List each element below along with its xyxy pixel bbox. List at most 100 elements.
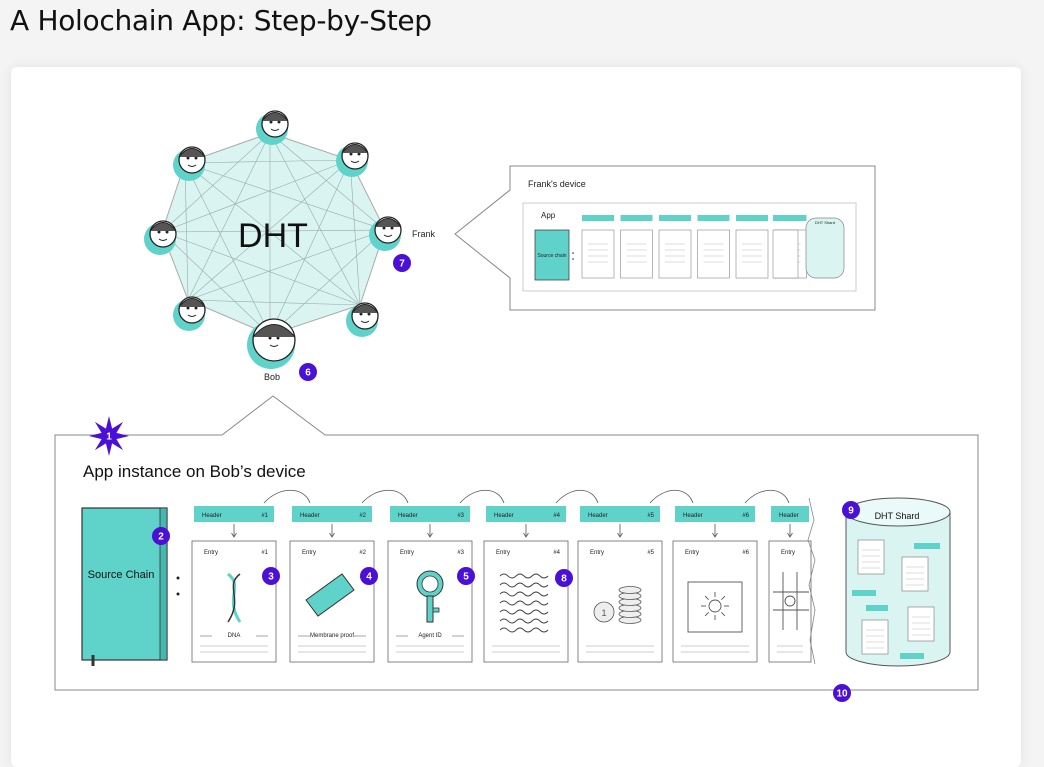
coins-icon: 1 bbox=[593, 586, 642, 624]
dht-connection bbox=[269, 132, 361, 306]
header-link-arrow bbox=[555, 489, 599, 504]
dht-connection bbox=[184, 162, 386, 231]
svg-text:3: 3 bbox=[268, 572, 274, 583]
agent-avatar bbox=[173, 146, 206, 181]
dht-connection bbox=[269, 132, 386, 231]
svg-text:2: 2 bbox=[158, 532, 164, 543]
frank-entry bbox=[620, 229, 653, 279]
shard-header-tag bbox=[900, 653, 924, 659]
frank-entry bbox=[658, 229, 692, 279]
step-badge: 1 bbox=[89, 416, 129, 456]
frank-entry bbox=[735, 229, 769, 279]
chain-header: Header #2 bbox=[292, 506, 372, 522]
dht-connection bbox=[269, 229, 386, 336]
svg-text:10: 10 bbox=[836, 689, 848, 700]
header-number: #2 bbox=[359, 513, 366, 519]
chain-continuation-edge bbox=[807, 497, 816, 665]
dht-connection bbox=[161, 159, 351, 233]
chain-entry: Entry #5 1 bbox=[577, 540, 663, 663]
dht-connection bbox=[161, 231, 271, 336]
entry-number: #1 bbox=[261, 550, 268, 556]
agent-avatar bbox=[144, 220, 177, 255]
tic-tac-toe-icon bbox=[773, 572, 809, 630]
chain-entry: Entry bbox=[768, 540, 812, 663]
step-badge: 4 bbox=[360, 567, 378, 585]
dht-connection bbox=[184, 162, 189, 301]
frank-dht-shard-label: DHT Shard bbox=[815, 220, 835, 225]
shard-header-tag bbox=[866, 605, 888, 611]
header-label: Header bbox=[779, 513, 799, 519]
shard-document bbox=[901, 556, 929, 592]
step-badge: 3 bbox=[262, 567, 280, 585]
agent-avatar bbox=[247, 318, 296, 369]
dht-label: DHT bbox=[238, 217, 308, 255]
shard-document bbox=[907, 606, 935, 642]
chain-header: Header bbox=[771, 506, 809, 522]
bob-app-title: App instance on Bob’s device bbox=[83, 462, 306, 481]
step-badge: 5 bbox=[457, 567, 475, 585]
chain-header: Header #1 bbox=[194, 506, 274, 522]
dna-icon bbox=[226, 572, 242, 623]
svg-text:4: 4 bbox=[366, 572, 372, 583]
ticket-icon bbox=[305, 573, 355, 617]
chain-header: Header #6 bbox=[675, 506, 755, 522]
dht-shard-documents bbox=[852, 539, 940, 659]
chain-entry: Entry#4 bbox=[483, 540, 569, 663]
page-title: A Holochain App: Step-by-Step bbox=[10, 4, 432, 37]
chain-header: Header#3 bbox=[390, 506, 470, 522]
header-label: Header bbox=[300, 513, 320, 519]
source-chain-label: Source Chain bbox=[88, 569, 155, 581]
dht-connection bbox=[349, 159, 361, 306]
entry-label: Entry bbox=[685, 550, 699, 556]
agent-avatar bbox=[369, 216, 402, 251]
sun-icon bbox=[687, 581, 743, 633]
key-icon bbox=[416, 570, 444, 623]
svg-text:8: 8 bbox=[561, 574, 567, 585]
dht-network bbox=[144, 110, 402, 369]
step-badge: 7 bbox=[393, 254, 411, 272]
svg-text:5: 5 bbox=[463, 572, 469, 583]
holochain-diagram: DHT Frank Bob Frank's device App Source … bbox=[54, 110, 979, 702]
dht-connection bbox=[187, 132, 271, 301]
shard-header-tag bbox=[852, 590, 876, 596]
entry-number: #5 bbox=[647, 550, 654, 556]
svg-text:7: 7 bbox=[399, 259, 405, 270]
header-number: #1 bbox=[261, 513, 268, 519]
entry-caption: Agent ID bbox=[418, 633, 442, 639]
shard-document bbox=[857, 539, 885, 575]
header-link-arrow bbox=[744, 489, 790, 504]
dht-connection bbox=[187, 299, 361, 306]
header-link-arrow bbox=[459, 489, 505, 504]
header-number: #3 bbox=[457, 513, 464, 519]
entry-label: Entry bbox=[204, 550, 218, 556]
entry-number: #3 bbox=[457, 550, 464, 556]
header-number: #5 bbox=[647, 513, 654, 519]
header-link-arrow bbox=[263, 490, 311, 504]
frank-device-title: Frank's device bbox=[528, 179, 586, 189]
dht-shard-cylinder bbox=[845, 497, 951, 667]
entry-label: Entry bbox=[590, 550, 604, 556]
frank-header bbox=[736, 215, 768, 221]
shard-document bbox=[861, 619, 889, 655]
frank-chain-columns bbox=[572, 215, 807, 279]
step-badge: 9 bbox=[842, 501, 860, 519]
header-link-arrow bbox=[361, 490, 409, 504]
header-label: Header bbox=[202, 513, 222, 519]
agent-avatar bbox=[256, 110, 289, 145]
step-badge: 2 bbox=[152, 527, 170, 545]
chain-header: Header#4 bbox=[486, 506, 566, 522]
header-number: #6 bbox=[742, 513, 749, 519]
svg-text:9: 9 bbox=[848, 506, 854, 517]
dht-connection bbox=[161, 132, 271, 233]
header-label: Header bbox=[683, 513, 703, 519]
header-number: #4 bbox=[553, 513, 560, 519]
header-link-arrow bbox=[649, 489, 694, 504]
frank-label: Frank bbox=[412, 229, 436, 239]
header-label: Header bbox=[588, 513, 608, 519]
dht-connection bbox=[184, 162, 271, 336]
frank-header bbox=[582, 215, 614, 221]
entry-caption: Membrane proof bbox=[310, 633, 354, 639]
source-chain-headers-entries: Header#1Entry#1DNAHeader#2Entry#2Membran… bbox=[191, 489, 816, 665]
dht-connection bbox=[184, 162, 361, 306]
